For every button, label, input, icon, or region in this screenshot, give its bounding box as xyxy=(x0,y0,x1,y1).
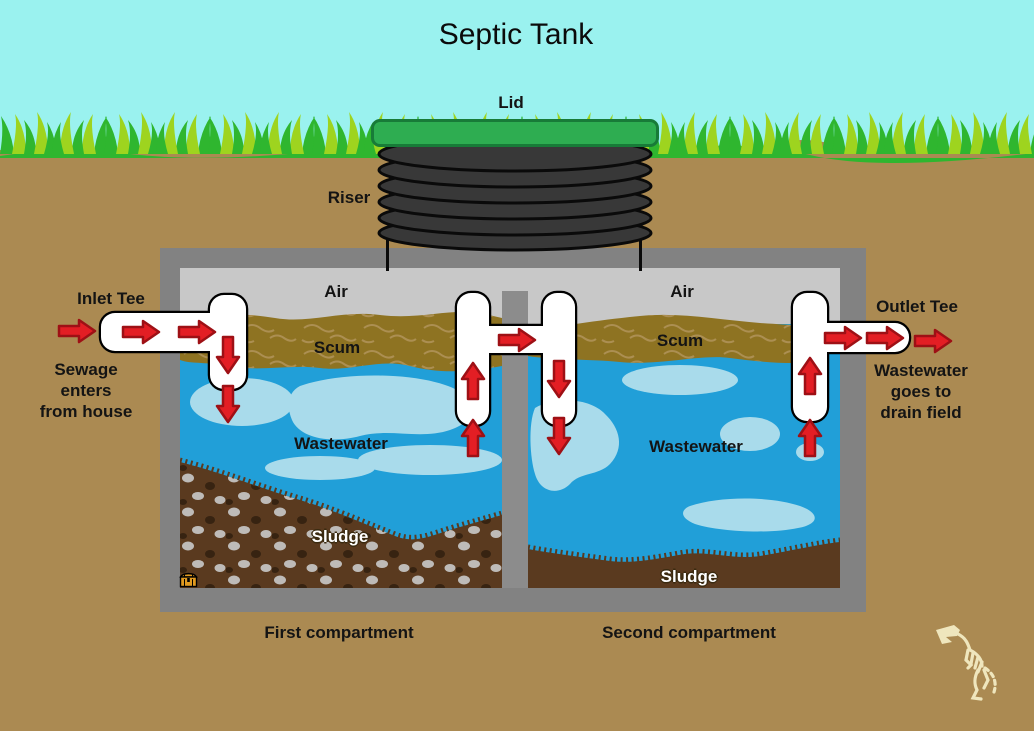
second-compartment-layers xyxy=(528,314,840,588)
wastewater-label-1: Wastewater xyxy=(294,434,388,453)
outlet-tee-label: Outlet Tee xyxy=(876,297,958,316)
sewage-note: Sewage enters from house xyxy=(39,360,133,421)
air-label-1: Air xyxy=(324,282,348,301)
sludge-layer xyxy=(528,542,840,588)
tank-interior xyxy=(180,268,840,588)
divider-wall xyxy=(502,291,528,588)
riser-pipe xyxy=(377,135,653,271)
air-label-2: Air xyxy=(670,282,694,301)
sludge-label-2: Sludge xyxy=(660,567,718,586)
riser-label: Riser xyxy=(327,188,371,207)
page-title: Septic Tank xyxy=(438,18,594,51)
dinosaur-skeleton-icon xyxy=(936,625,997,701)
first-compartment-caption: First compartment xyxy=(264,623,414,642)
scum-label-2: Scum xyxy=(656,331,704,350)
lid-label: Lid xyxy=(498,93,524,112)
grass-strip xyxy=(0,112,1034,166)
second-compartment-caption: Second compartment xyxy=(602,623,776,642)
tank-lid xyxy=(371,119,659,147)
scum-label-1: Scum xyxy=(313,338,361,357)
treasure-chest-icon xyxy=(179,572,198,588)
drain-note: Wastewater goes to drain field xyxy=(874,361,968,422)
sludge-label-1: Sludge xyxy=(311,527,369,546)
inlet-tee-label: Inlet Tee xyxy=(77,289,145,308)
wastewater-label-2: Wastewater xyxy=(649,437,743,456)
